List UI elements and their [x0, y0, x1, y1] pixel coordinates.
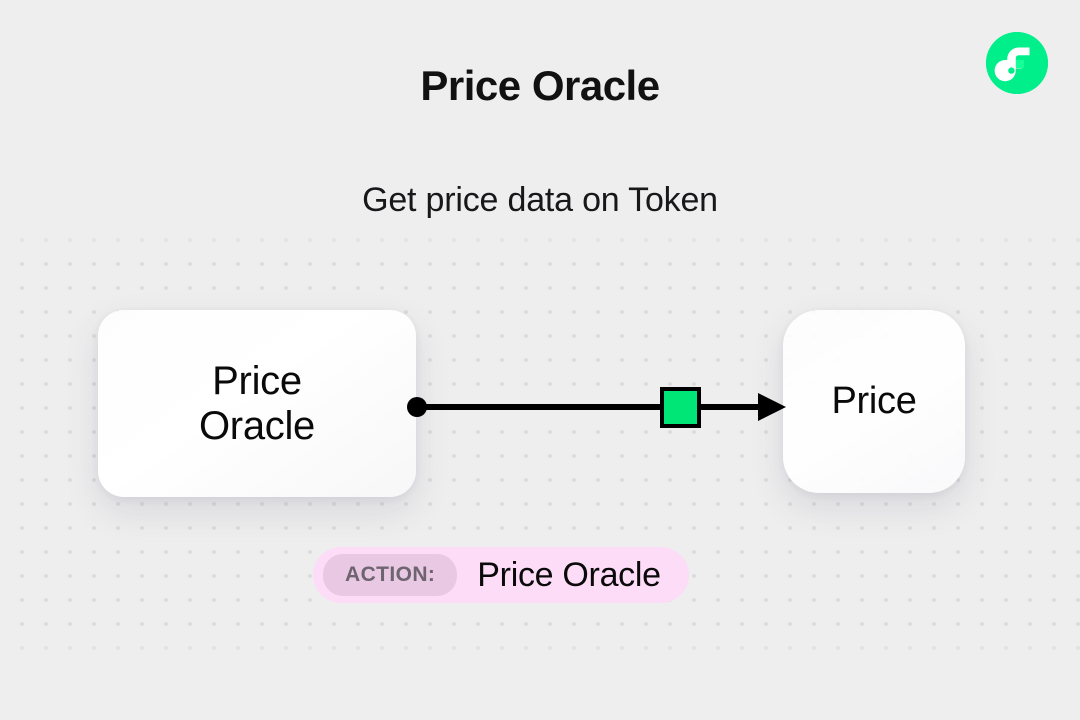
- edge-price-oracle-to-price: [400, 382, 790, 434]
- page-title: Price Oracle: [420, 62, 660, 109]
- square-node-icon: [660, 387, 701, 428]
- flow-logo-icon: [986, 32, 1048, 94]
- node-price-oracle[interactable]: Price Oracle: [98, 310, 416, 497]
- node-price-oracle-label-line1: Price: [212, 358, 302, 403]
- node-price[interactable]: Price: [783, 310, 965, 493]
- node-price-oracle-label-line2: Oracle: [198, 403, 315, 448]
- page-subtitle: Get price data on Token: [362, 181, 718, 219]
- action-pill[interactable]: ACTION: Price Oracle: [313, 547, 689, 603]
- action-badge-label: ACTION:: [323, 554, 458, 596]
- action-value: Price Oracle: [477, 555, 661, 594]
- arrowhead-icon: [758, 393, 786, 421]
- node-price-label: Price: [831, 380, 917, 423]
